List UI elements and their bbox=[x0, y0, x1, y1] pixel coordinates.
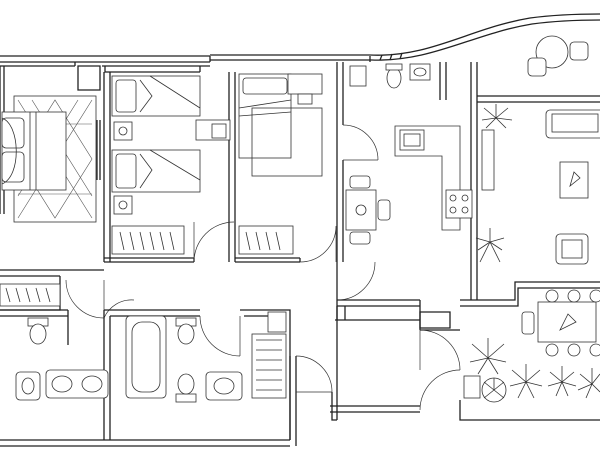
tv-unit bbox=[481, 129, 495, 191]
plant-icon bbox=[547, 366, 577, 397]
chair-icon bbox=[527, 57, 547, 77]
table-icon bbox=[559, 161, 589, 199]
toilet-icon bbox=[27, 317, 49, 345]
chair-icon bbox=[589, 289, 600, 303]
plant-icon bbox=[469, 338, 507, 375]
sink-icon bbox=[399, 129, 425, 151]
bed-icon bbox=[1, 111, 67, 191]
chair-icon bbox=[521, 311, 535, 335]
plant-icon bbox=[475, 228, 505, 263]
sink-icon bbox=[15, 371, 41, 401]
bed-icon bbox=[238, 73, 292, 159]
chair-icon bbox=[377, 199, 391, 221]
wardrobe bbox=[111, 225, 185, 255]
chair-icon bbox=[349, 231, 371, 245]
stove-icon bbox=[445, 189, 473, 219]
rug bbox=[251, 107, 323, 177]
plant-icon bbox=[481, 104, 513, 129]
sink-icon bbox=[45, 369, 109, 399]
plant-icon bbox=[577, 368, 600, 399]
chair-icon bbox=[545, 289, 559, 303]
sink-icon bbox=[409, 63, 431, 81]
toilet-icon bbox=[175, 373, 197, 403]
master-bedroom bbox=[1, 95, 97, 223]
table-icon bbox=[345, 175, 391, 245]
chair-icon bbox=[589, 343, 600, 357]
shelving bbox=[251, 333, 287, 399]
bathtub-icon bbox=[125, 315, 167, 399]
patio-set bbox=[527, 35, 589, 77]
chair-icon bbox=[569, 41, 589, 61]
wc-top bbox=[349, 63, 431, 89]
nightstand bbox=[113, 195, 133, 215]
desk bbox=[287, 73, 323, 95]
chair-icon bbox=[567, 343, 581, 357]
wardrobe bbox=[238, 225, 294, 255]
chair-icon bbox=[349, 175, 371, 189]
twin-bedroom bbox=[111, 75, 231, 255]
shelving bbox=[0, 283, 61, 307]
chair-icon bbox=[567, 289, 581, 303]
planter bbox=[463, 375, 481, 399]
sofa-icon bbox=[545, 109, 600, 139]
nightstand bbox=[113, 121, 133, 141]
cabinet bbox=[349, 65, 367, 87]
chair-icon bbox=[545, 343, 559, 357]
laundry bbox=[251, 311, 287, 399]
chair-icon bbox=[297, 93, 313, 105]
chair-icon bbox=[211, 123, 227, 139]
plant-icon bbox=[481, 377, 507, 403]
toilet-icon bbox=[386, 67, 402, 89]
living-room bbox=[481, 35, 600, 265]
toilet-icon bbox=[175, 317, 197, 345]
plant-icon bbox=[509, 364, 543, 399]
terrace bbox=[463, 289, 600, 403]
cabinet bbox=[267, 311, 287, 333]
bathroom-middle bbox=[125, 315, 243, 403]
single-bedroom bbox=[238, 73, 323, 255]
sink-icon bbox=[205, 371, 243, 401]
chair-icon bbox=[555, 233, 589, 265]
bathroom-left bbox=[0, 283, 109, 401]
kitchen-dining bbox=[345, 63, 505, 263]
counter bbox=[394, 125, 473, 231]
bed-icon bbox=[111, 75, 201, 117]
bed-icon bbox=[111, 149, 201, 193]
table-icon bbox=[521, 289, 600, 357]
